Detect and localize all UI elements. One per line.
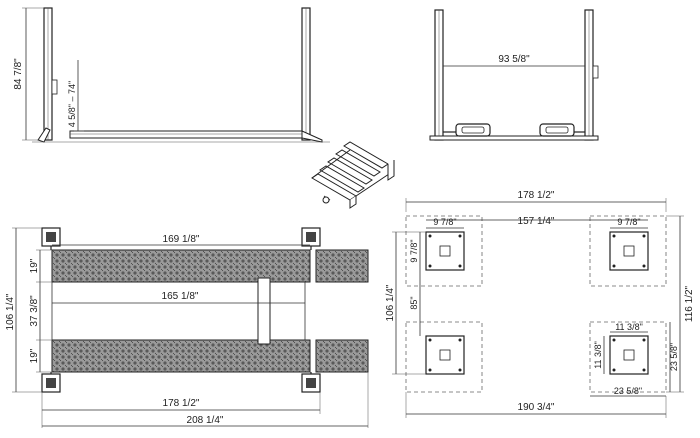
pad-bl <box>405 321 483 393</box>
height-label: 84 7/8" <box>13 58 24 90</box>
pad-tl <box>405 215 483 287</box>
fp-right-overall-label: 116 1/2" <box>684 285 695 322</box>
width-between-posts-label: 93 5/8" <box>498 54 530 65</box>
fp-pad-horizontal-label: 23 5/8" <box>614 386 642 396</box>
fp-pad-vertical-label: 23 5/8" <box>669 343 679 371</box>
fp-top-inner-label: 157 1/4" <box>518 216 555 227</box>
fp-plate-right-label: 9 7/8" <box>617 217 640 227</box>
fp-left-overall-label: 106 1/4" <box>385 284 396 321</box>
plate-bl <box>425 335 465 375</box>
runway-side <box>69 130 303 139</box>
pad-tr <box>589 215 667 287</box>
runway-bottom <box>51 339 311 373</box>
gap-label: 37 3/8" <box>29 295 40 327</box>
runway-height-label: 4 5/8" – 74" <box>67 81 77 127</box>
fp-plate-vertical-label: 9 7/8" <box>409 239 419 262</box>
fp-plate-left-label: 9 7/8" <box>433 217 456 227</box>
runway-width-top-label: 19" <box>29 258 40 273</box>
overall-length-label: 208 1/4" <box>187 415 224 426</box>
pad-br <box>589 321 667 393</box>
front-view: 93 5/8" <box>429 9 599 141</box>
jack-beam <box>257 277 271 345</box>
fp-top-outer-label: 178 1/2" <box>518 190 555 201</box>
fp-plate-inner-vertical-label: 11 3/8" <box>593 341 603 369</box>
fp-bottom-overall-label: 190 3/4" <box>518 402 555 413</box>
fp-plate-inner-label: 11 3/8" <box>615 322 643 332</box>
runway-width-bottom-label: 19" <box>29 348 40 363</box>
fp-center-vertical-label: 85" <box>409 296 419 309</box>
inner-length-label: 165 1/8" <box>162 291 199 302</box>
plate-tl <box>425 231 465 271</box>
overall-width-label: 106 1/4" <box>5 293 16 330</box>
runway-length-label: 169 1/8" <box>163 234 200 245</box>
footprint-view: 178 1/2" 157 1/4" 9 7/8" 9 7/8" 9 7/8" 8… <box>385 190 695 418</box>
post-spacing-label: 178 1/2" <box>163 398 200 409</box>
side-view: 84 7/8" 4 5/8" – 74" <box>13 7 330 143</box>
top-view: 169 1/8" 165 1/8" 106 1/4" 19" 37 3/8" 1… <box>5 227 369 428</box>
plate-br <box>609 335 649 375</box>
plate-tr <box>609 231 649 271</box>
runway-top <box>51 249 311 283</box>
accessory-isometric <box>311 141 395 209</box>
